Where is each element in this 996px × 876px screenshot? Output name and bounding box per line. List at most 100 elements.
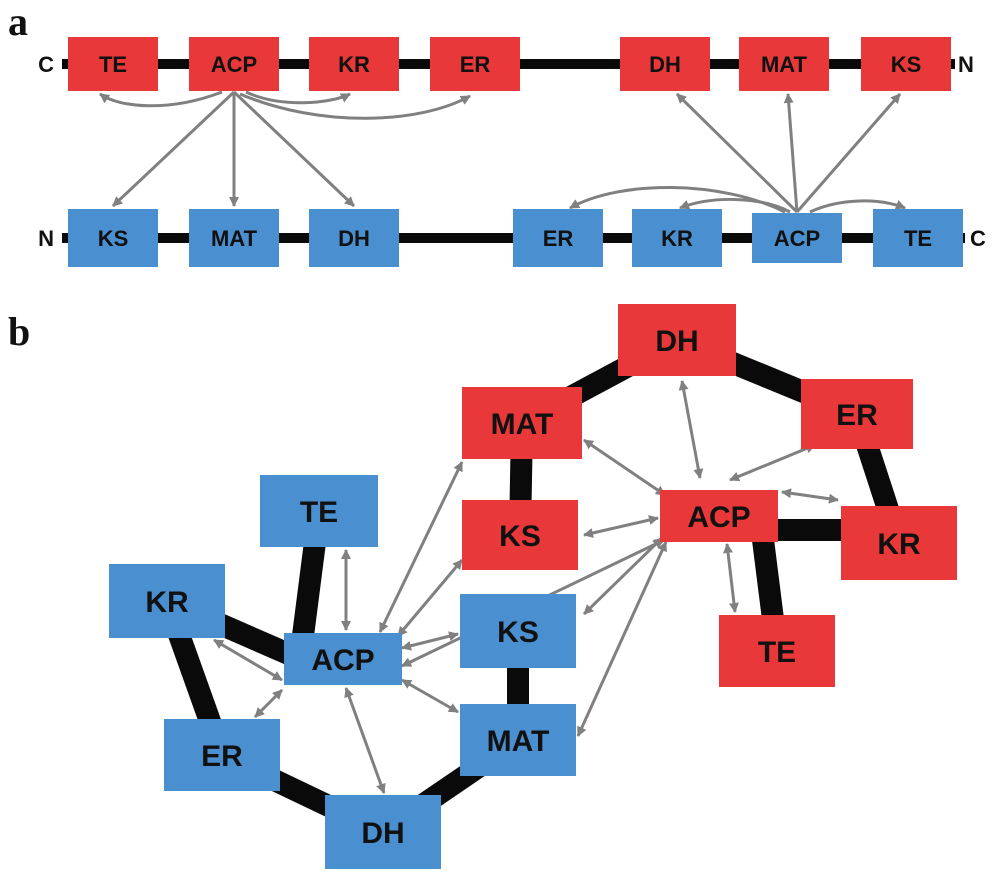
panel-b-blue-ks: KS	[460, 594, 576, 668]
panel-a-blue-mat: MAT	[189, 209, 279, 267]
panel-a-red-kr-label: KR	[338, 52, 370, 77]
panel-b-blue-te-box	[260, 475, 378, 547]
panel-a-blue-ks: KS	[68, 209, 158, 267]
arrow-a-red-acp-to-kr	[245, 90, 351, 105]
panel-b-blue-ks-box	[460, 594, 576, 668]
arrow-a-red-acp-to-er	[239, 92, 471, 120]
panel-a-blue-dh-label: DH	[338, 226, 370, 251]
panel-a-blue-er: ER	[513, 209, 603, 267]
panel-a-blue-ks-box	[68, 209, 158, 267]
arrow-b-blue-acp-kr	[213, 638, 283, 682]
panel-a-red-dh-box	[620, 37, 710, 91]
panel-b-red-ks-label: KS	[499, 520, 541, 553]
panel-b-red-er-box	[801, 379, 913, 449]
panel-b-red-te-label: TE	[758, 636, 796, 669]
panel-b-red-kr-label: KR	[877, 528, 921, 561]
panel-b-red-te-box	[719, 615, 835, 687]
panel-a-red-te-box	[68, 37, 158, 91]
panel-b-red-mat: MAT	[462, 387, 582, 459]
panel-b-red-mat-box	[462, 387, 582, 459]
panel-a-blue-dh-box	[309, 209, 399, 267]
panel-a-red-kr: KR	[309, 37, 399, 91]
panel-a-red-dh-label: DH	[649, 52, 681, 77]
arrow-b-red-acp-ks	[583, 515, 659, 538]
blue-chain-c-terminal: C	[970, 226, 986, 251]
panel-b-red-er: ER	[801, 379, 913, 449]
panel-b-red-acp-label: ACP	[687, 501, 750, 534]
arrow-b-red-acp-mat	[583, 438, 666, 497]
panel-b-red-ks-box	[462, 500, 578, 570]
panel-a-blue-kr-box	[632, 209, 722, 267]
panel-a-blue-er-label: ER	[543, 226, 574, 251]
arrow-b-blue-acp-er	[253, 688, 284, 719]
arrow-b-blue-acp-red-mat	[378, 461, 464, 633]
panel-a-blue-er-box	[513, 209, 603, 267]
red-chain-c-terminal: C	[38, 52, 54, 77]
panel-b-red-kr-box	[841, 506, 957, 580]
arrow-b-blue-acp-dh	[344, 687, 386, 794]
panel-b-blue-acp-box	[284, 633, 402, 685]
panel-a-red-dh: DH	[620, 37, 710, 91]
panel-b-red-acp-box	[660, 490, 778, 542]
panel-b-red-ks: KS	[462, 500, 578, 570]
panel-a-blue-acp-box	[752, 213, 842, 263]
panel-a-blue-te-box	[873, 209, 963, 267]
arrow-a-red-acp-to-blue-dh	[232, 90, 356, 208]
panel-a-red-te-label: TE	[99, 52, 127, 77]
panel-b-blue-dh-label: DH	[361, 817, 404, 850]
panel-b-blue-dh: DH	[325, 795, 441, 869]
panel-a-red-er-box	[430, 37, 520, 91]
panel-b-blue-mat-label: MAT	[487, 725, 550, 758]
arrow-b-red-acp-kr	[781, 488, 839, 504]
panel-a-red-er: ER	[430, 37, 520, 91]
blue-chain-n-terminal: N	[38, 226, 54, 251]
panel-b-red-dh-box	[618, 304, 736, 376]
panel-a-blue-mat-label: MAT	[211, 226, 258, 251]
panel-a-blue-kr: KR	[632, 209, 722, 267]
arrow-b-red-acp-er	[729, 443, 816, 482]
panel-b-red-te: TE	[719, 615, 835, 687]
panel-b-red-mat-label: MAT	[491, 408, 554, 441]
arrow-a-red-acp-to-blue-ks	[111, 90, 236, 208]
panel-b-blue-kr-label: KR	[145, 586, 189, 619]
panel-a-red-mat: MAT	[739, 37, 829, 91]
panel-b-red-er-label: ER	[836, 399, 878, 432]
panel-a-blue-ks-label: KS	[98, 226, 129, 251]
arrow-a-blue-acp-to-red-ks	[795, 93, 902, 213]
panel-b-blue-dh-box	[325, 795, 441, 869]
panel-b-blue-mat: MAT	[460, 704, 576, 776]
panel-label-a: a	[8, 0, 28, 44]
arrow-b-red-acp-dh	[678, 380, 704, 479]
panel-a-red-mat-label: MAT	[761, 52, 808, 77]
panel-b-blue-er-label: ER	[201, 740, 243, 773]
panel-a-blue-acp: ACP	[752, 213, 842, 263]
panel-a-red-acp: ACP	[189, 37, 279, 91]
panel-a-red-mat-box	[739, 37, 829, 91]
panel-b-blue-er: ER	[164, 719, 280, 791]
panel-b-red-dh: DH	[618, 304, 736, 376]
arrow-b-red-acp-te	[723, 543, 739, 613]
panel-b-blue-acp: ACP	[284, 633, 402, 685]
panel-b-blue-te: TE	[260, 475, 378, 547]
red-chain-n-terminal: N	[958, 52, 974, 77]
arrow-a-red-acp-to-te	[99, 90, 223, 108]
panel-a-blue-mat-box	[189, 209, 279, 267]
panel-b-blue-kr: KR	[109, 564, 225, 638]
arrow-a-blue-acp-to-red-dh	[675, 92, 799, 214]
panel-a-red-acp-box	[189, 37, 279, 91]
arrow-b-blue-acp-mat	[401, 678, 459, 714]
panel-b-blue-mat-box	[460, 704, 576, 776]
arrow-a-blue-acp-to-kr	[679, 197, 791, 214]
panel-a-blue-te: TE	[873, 209, 963, 267]
panel-b-red-kr: KR	[841, 506, 957, 580]
panel-a-blue-acp-label: ACP	[774, 226, 820, 251]
panel-b-red-acp: ACP	[660, 490, 778, 542]
panel-b-blue-te-label: TE	[300, 496, 338, 529]
arrow-b-blue-acp-ks	[401, 631, 459, 651]
panel-b-red-dh-label: DH	[655, 325, 698, 358]
panel-a-red-ks-box	[861, 37, 951, 91]
panel-b-blue-er-box	[164, 719, 280, 791]
panel-a-red-te: TE	[68, 37, 158, 91]
panel-a-red-ks: KS	[861, 37, 951, 91]
